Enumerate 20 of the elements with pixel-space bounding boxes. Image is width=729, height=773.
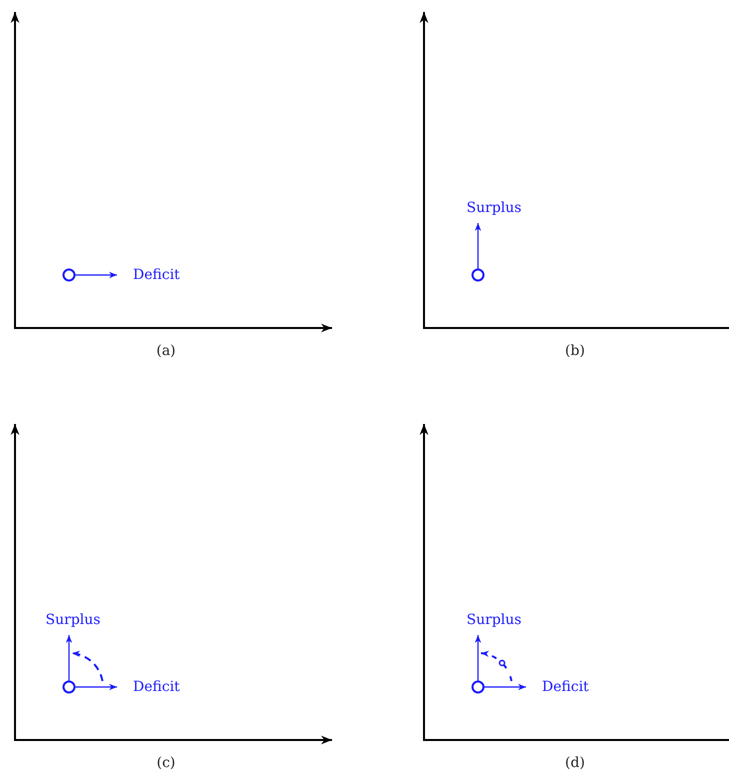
point-circle — [472, 268, 484, 282]
direction-label: Surplus — [466, 613, 522, 635]
point-circle — [472, 680, 484, 694]
panel-caption: (d) — [565, 755, 585, 771]
point-circle — [62, 268, 76, 282]
panel-caption: (a) — [156, 343, 176, 359]
arrow — [66, 635, 72, 680]
direction-label: Deficit — [117, 268, 180, 282]
arrow — [484, 684, 526, 690]
panel-caption: (b) — [565, 343, 585, 359]
direction-label: Surplus — [46, 613, 100, 635]
arrow — [474, 635, 482, 680]
arrow — [474, 223, 482, 268]
direction-label: Deficit — [526, 680, 589, 694]
arrow — [76, 684, 117, 690]
point-circle — [62, 680, 76, 694]
direction-label: Deficit — [117, 680, 180, 694]
direction-label: Surplus — [466, 201, 522, 223]
arrow — [76, 272, 117, 278]
panel-caption: (c) — [156, 755, 176, 771]
